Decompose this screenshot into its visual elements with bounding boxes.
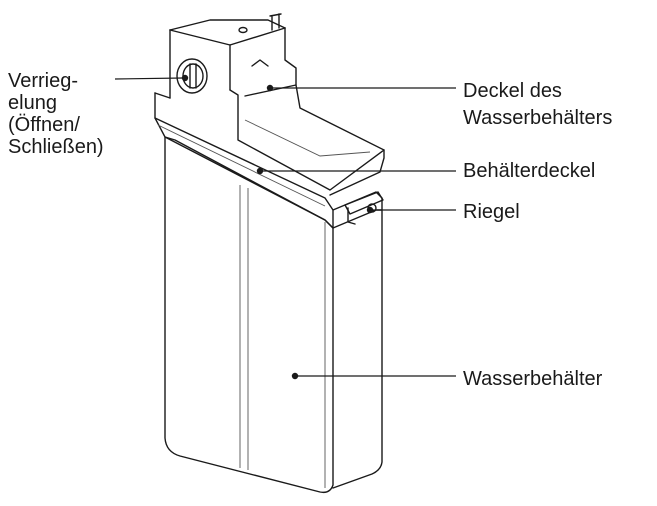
water-tank-body (164, 136, 383, 494)
lock-label-line-1: Verrieg- (8, 70, 79, 92)
callout-tank-lid-cover (266, 84, 456, 92)
callout-container-lid (256, 167, 456, 175)
tank-lid-cover-label: Deckel des Wasserbehälters (463, 78, 612, 132)
lock-label-line-3: (Öffnen/ (8, 114, 80, 136)
callout-lock (114, 74, 189, 82)
water-tank-label: Wasserbehälter (463, 368, 603, 390)
latch-shape (344, 191, 384, 225)
lock-label: Verrieg- elung (Öffnen/ Schließen) (8, 70, 104, 158)
container-lid-shape (154, 92, 385, 229)
tank-lid-cover-label-line-1: Deckel des (463, 80, 562, 102)
lock-label-line-2: elung (8, 92, 57, 114)
callout-latch (366, 206, 456, 214)
lock-label-line-4: Schließen) (8, 136, 104, 158)
container-lid-label: Behälterdeckel (463, 160, 596, 182)
tank-lid-cover-label-line-2: Wasserbehälters (463, 107, 613, 129)
tank-lid-cover-shape (154, 13, 385, 191)
lock-knob-shape (176, 58, 208, 94)
callout-water-tank (291, 372, 456, 380)
latch-label: Riegel (463, 201, 520, 223)
